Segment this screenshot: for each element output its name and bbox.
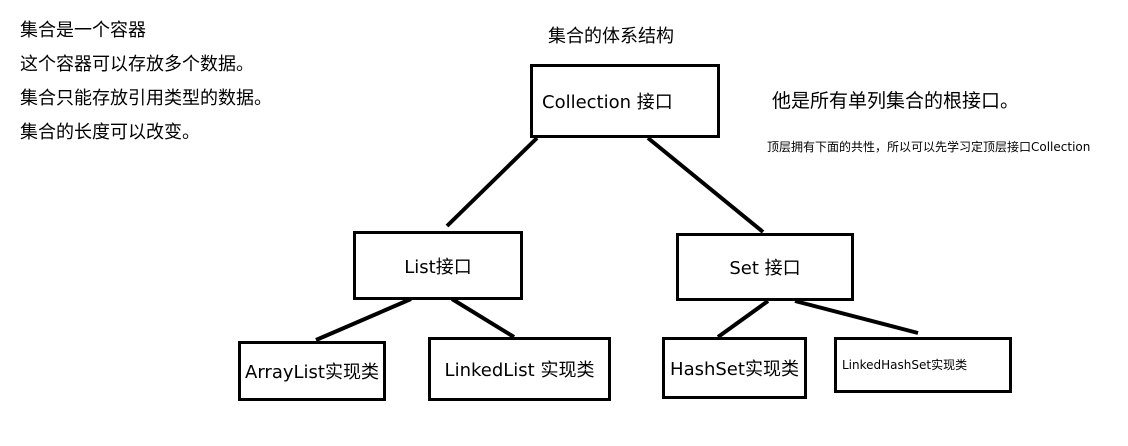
node-linkedhashset: LinkedHashSet实现类 <box>834 337 1012 393</box>
node-hashset: HashSet实现类 <box>662 337 807 399</box>
diagram-title: 集合的体系结构 <box>548 26 674 47</box>
edge-set-hashset <box>716 299 770 339</box>
root-description: 他是所有单列集合的根接口。 <box>772 90 1020 112</box>
edge-collection-set <box>646 136 765 234</box>
node-collection: Collection 接口 <box>530 64 720 138</box>
intro-line: 集合的长度可以改变。 <box>20 122 200 143</box>
node-set: Set 接口 <box>676 233 854 301</box>
edge-set-linkedhashset <box>794 299 919 335</box>
intro-line: 集合只能存放引用类型的数据。 <box>20 88 272 109</box>
node-arraylist: ArrayList实现类 <box>238 341 386 401</box>
edge-list-arraylist <box>315 297 412 342</box>
node-list: List接口 <box>353 231 523 300</box>
intro-line: 集合是一个容器 <box>20 20 146 41</box>
intro-notes: 集合是一个容器 这个容器可以存放多个数据。 集合只能存放引用类型的数据。 集合的… <box>20 14 272 150</box>
edge-collection-list <box>445 136 539 228</box>
top-level-hint: 顶层拥有下面的共性，所以可以先学习定顶层接口Collection <box>767 140 1091 154</box>
intro-line: 这个容器可以存放多个数据。 <box>20 54 254 75</box>
node-linkedlist: LinkedList 实现类 <box>428 337 611 401</box>
edge-list-linkedlist <box>450 297 516 339</box>
